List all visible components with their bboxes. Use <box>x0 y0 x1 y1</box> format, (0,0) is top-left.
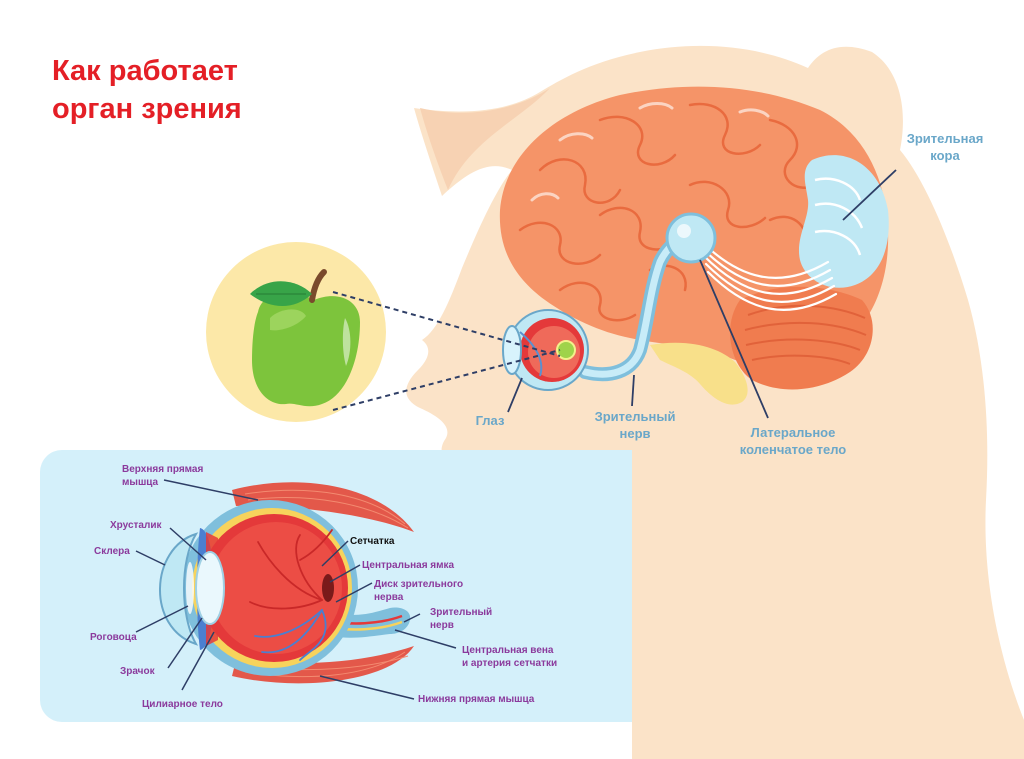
hair-tuft <box>420 88 550 190</box>
title-line-1: Как работает <box>52 55 238 87</box>
brainstem <box>650 342 748 405</box>
label-pupil: Зрачок <box>120 666 155 677</box>
visual-cortex <box>798 155 889 288</box>
label-lens: Хрусталик <box>110 520 162 531</box>
sight-lines <box>332 291 561 411</box>
page-title: Как работает орган зрения <box>52 52 242 128</box>
label-ciliary-body: Цилиарное тело <box>142 699 223 710</box>
label-inferior-rectus: Нижняя прямая мышца <box>418 694 535 705</box>
inset-eye <box>159 482 414 684</box>
lgn-node <box>665 212 717 264</box>
label-retina: Сетчатка <box>350 536 395 547</box>
label-eye: Глаз <box>475 413 505 428</box>
label-fovea: Центральная ямка <box>362 560 455 571</box>
title-line-2: орган зрения <box>52 93 242 125</box>
apple-circle <box>206 242 386 422</box>
label-sclera: Склера <box>94 546 130 557</box>
label-cornea: Роговоца <box>90 632 137 643</box>
